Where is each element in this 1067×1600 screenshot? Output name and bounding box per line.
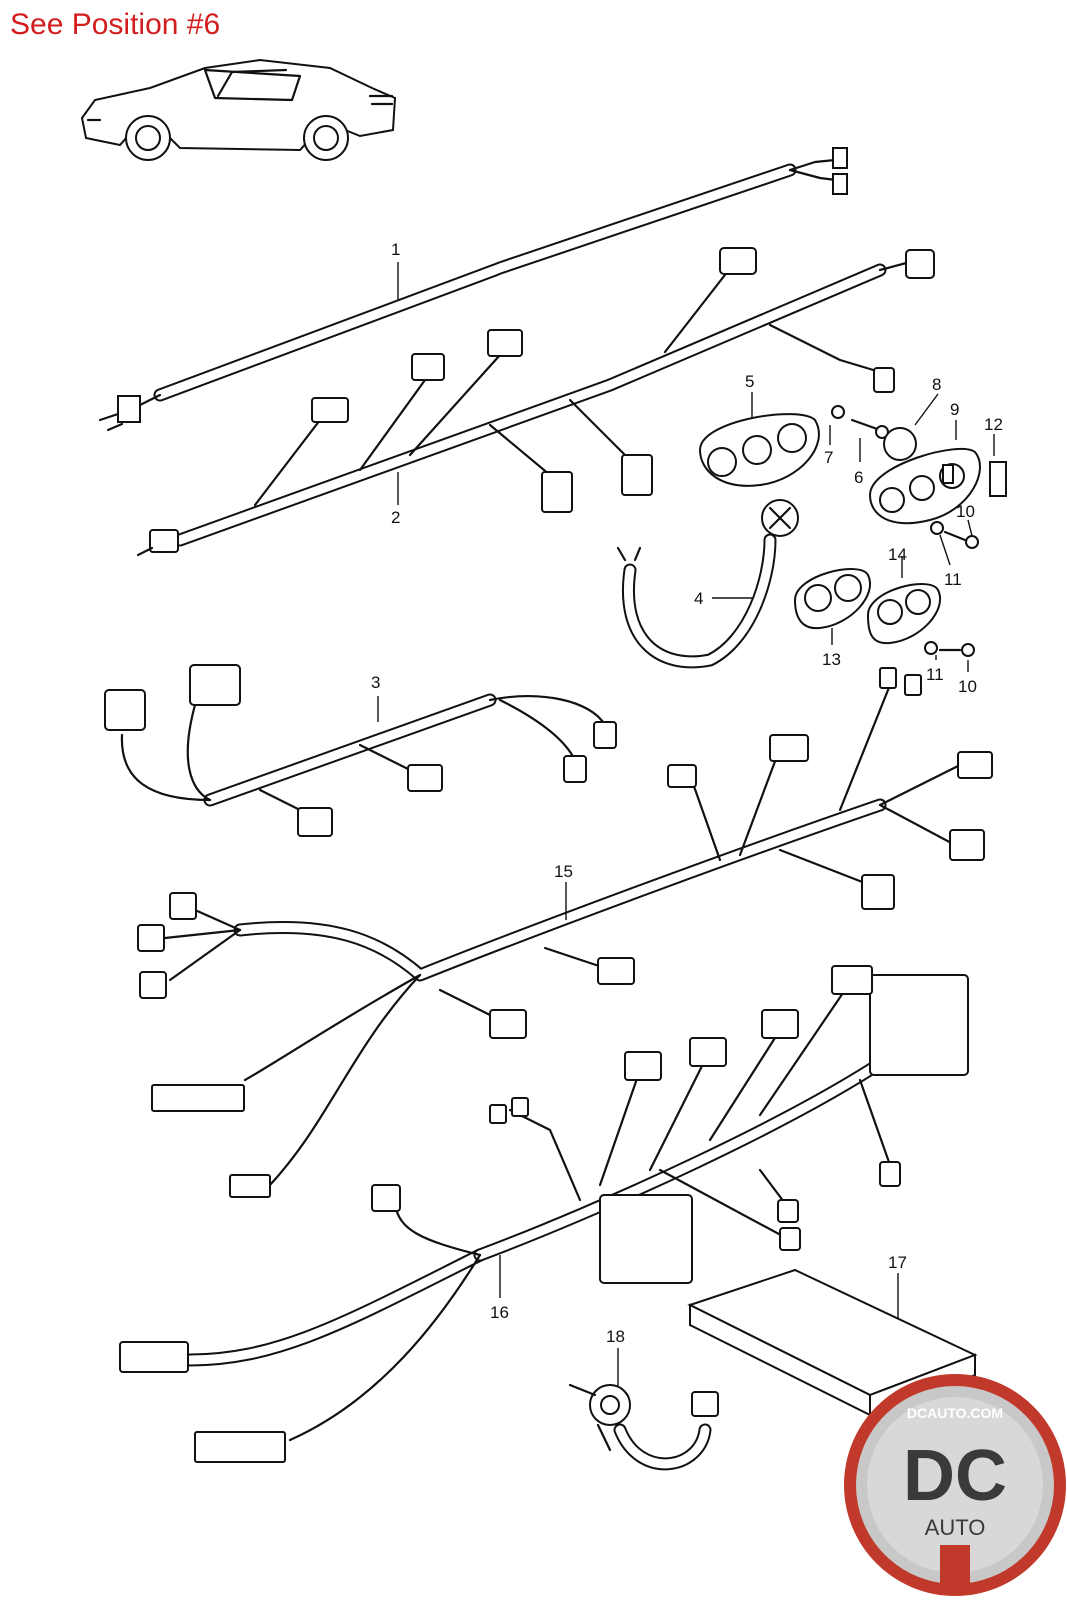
- part-9-plate: [868, 447, 981, 525]
- part-1-cable: [98, 147, 848, 432]
- part-15-harness: [137, 667, 993, 1198]
- part-13-14-housings: [793, 568, 941, 645]
- callout-2: 2: [391, 508, 400, 527]
- part-3-harness: [104, 664, 617, 837]
- part-16-harness: [119, 965, 969, 1463]
- header-note: See Position #6: [10, 8, 221, 41]
- callout-7: 7: [824, 448, 833, 467]
- logo-url: DCAUTO.COM: [907, 1405, 1003, 1421]
- part-12-block: [989, 461, 1007, 497]
- car-illustration: [80, 58, 397, 161]
- callout-6: 6: [854, 468, 863, 487]
- callout-4: 4: [694, 589, 703, 608]
- part-18-sensor: [568, 1383, 719, 1471]
- callout-13: 13: [822, 650, 841, 669]
- callout-11b: 11: [926, 665, 944, 684]
- callout-10b: 10: [958, 677, 977, 696]
- callout-1: 1: [391, 240, 400, 259]
- logo-main-text: DC: [903, 1436, 1007, 1516]
- callout-10: 10: [956, 502, 975, 521]
- callout-16: 16: [490, 1303, 509, 1322]
- callout-18: 18: [606, 1327, 625, 1346]
- part-4-cable: [616, 499, 799, 669]
- small-hardware: [831, 405, 917, 461]
- callout-15: 15: [554, 862, 573, 881]
- dc-auto-logo: DCAUTO.COM DC AUTO: [844, 1374, 1066, 1596]
- callout-11: 11: [944, 570, 962, 589]
- callout-12: 12: [984, 415, 1003, 434]
- callout-9: 9: [950, 400, 959, 419]
- callout-3: 3: [371, 673, 380, 692]
- callout-14: 14: [888, 545, 907, 564]
- callout-5: 5: [745, 372, 754, 391]
- part-5-housing: [698, 413, 820, 487]
- callout-8: 8: [932, 375, 941, 394]
- callout-17: 17: [888, 1253, 907, 1272]
- leader-lines: [377, 262, 995, 1386]
- part-2-harness: [136, 247, 935, 557]
- callout-numbers: 1 2 3 4 5 6 7 8 9 10 11 12 13 14 11 10 1…: [371, 240, 1003, 1346]
- screws-washers: [924, 521, 979, 657]
- logo-sub-text: AUTO: [925, 1515, 986, 1540]
